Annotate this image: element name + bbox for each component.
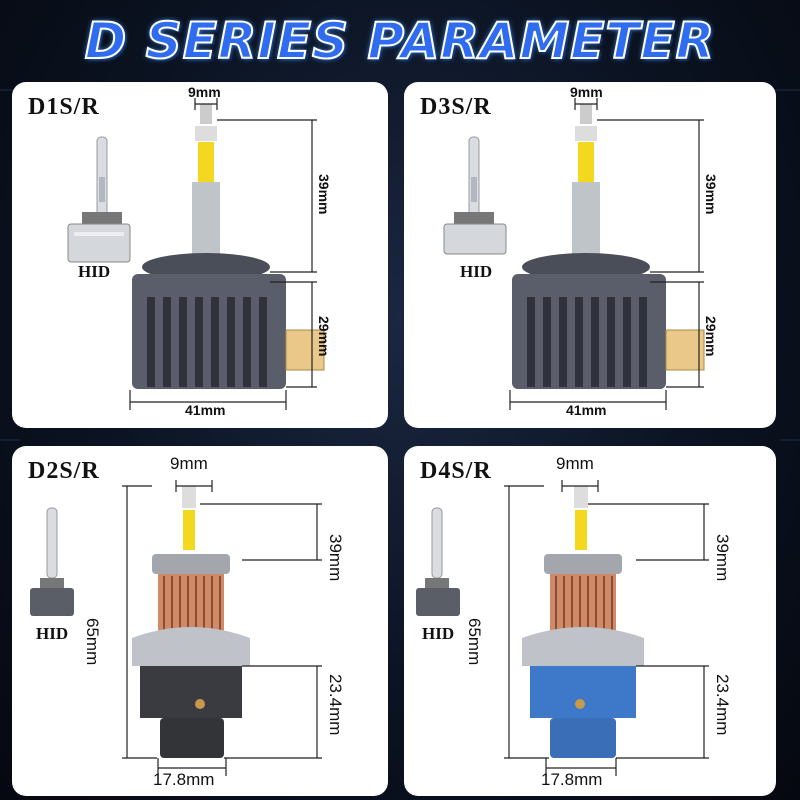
height-upper-label: 39mm <box>326 534 345 582</box>
d1s-bulb-drawing <box>67 98 325 410</box>
hid-bulb-icon <box>30 507 74 616</box>
hid-bulb-icon <box>67 136 131 263</box>
width-top-label: 9mm <box>188 84 221 100</box>
height-lower-label: 23.4mm <box>326 674 345 736</box>
model-label: D2S/R <box>28 458 100 484</box>
width-top-label: 9mm <box>570 84 603 100</box>
model-label: D1S/R <box>28 94 100 120</box>
height-total-label: 65mm <box>465 618 484 666</box>
d4s-bulb-drawing <box>416 480 709 776</box>
led-bulb-icon <box>132 104 325 389</box>
hid-bulb-icon <box>416 507 460 616</box>
hid-label: HID <box>78 262 111 281</box>
panel-d2s: D2S/R HID 9mm 39mm 65mm 23.4mm 17 <box>12 446 388 796</box>
panel-d4s: D4S/R HID 9mm 39mm 65mm 23.4mm 17 <box>404 446 776 796</box>
hid-bulb-icon <box>443 136 507 255</box>
page-title: D SERIES PARAMETER <box>84 11 716 71</box>
height-lower-label: 29mm <box>316 316 332 357</box>
width-base-label: 17.8mm <box>153 770 215 789</box>
width-top-label: 9mm <box>556 454 594 473</box>
width-base-label: 41mm <box>566 402 607 418</box>
model-label: D4S/R <box>420 458 492 484</box>
hid-label: HID <box>460 262 493 281</box>
d3s-bulb-drawing <box>443 98 705 410</box>
height-lower-label: 29mm <box>703 316 719 357</box>
hid-label: HID <box>36 624 69 643</box>
height-upper-label: 39mm <box>316 174 332 215</box>
panel-d3s: D3S/R H <box>404 82 776 428</box>
width-base-label: 17.8mm <box>541 770 603 789</box>
panel-d1s: D1S/R <box>12 82 388 428</box>
height-upper-label: 39mm <box>703 174 719 215</box>
led-bulb-icon <box>522 486 644 758</box>
width-top-label: 9mm <box>170 454 208 473</box>
model-label: D3S/R <box>420 94 492 120</box>
led-bulb-icon <box>512 104 705 389</box>
height-total-label: 65mm <box>83 618 102 666</box>
d2s-bulb-drawing <box>30 480 322 776</box>
height-upper-label: 39mm <box>713 534 732 582</box>
led-bulb-icon <box>132 486 250 758</box>
hid-label: HID <box>422 624 455 643</box>
width-base-label: 41mm <box>185 402 226 418</box>
height-lower-label: 23.4mm <box>713 674 732 736</box>
